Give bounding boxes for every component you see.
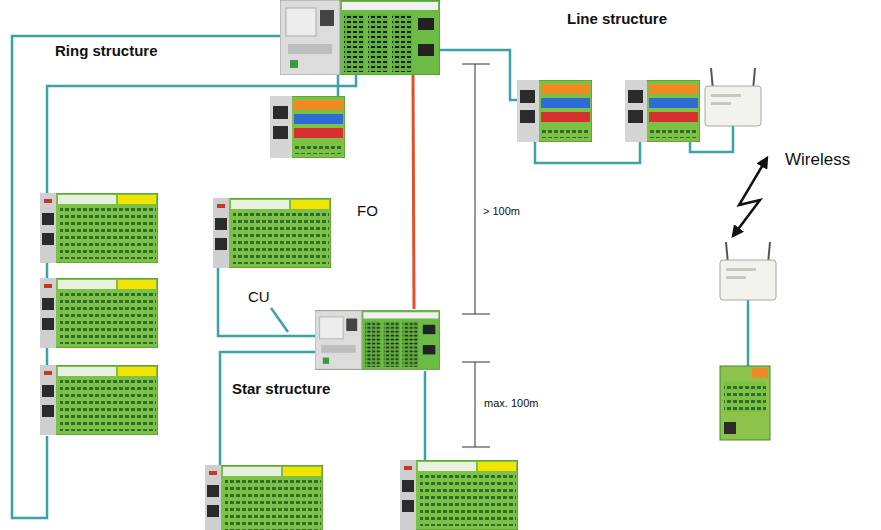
medium-label: CU: [248, 288, 270, 305]
dimension-bar: [462, 64, 490, 447]
medium-label: FO: [357, 202, 378, 219]
io-module: [40, 193, 158, 263]
switch-device: [315, 311, 440, 370]
bus-coupler: [270, 96, 345, 158]
structure-title: Ring structure: [55, 42, 158, 59]
structure-title: Line structure: [567, 10, 667, 27]
bus-coupler: [517, 80, 592, 142]
access-point: [720, 242, 776, 300]
copper-cable: [12, 36, 748, 518]
medium-label: Wireless: [785, 150, 850, 170]
fiber-cable: [413, 74, 414, 309]
io-module: [40, 365, 158, 435]
dimension-label: max. 100m: [484, 397, 538, 410]
wireless-symbol: [733, 158, 767, 236]
switch-device: [280, 0, 440, 75]
io-module: [205, 465, 323, 530]
dimension-label: > 100m: [483, 205, 520, 218]
bus-coupler: [625, 80, 700, 142]
io-module: [40, 278, 158, 348]
structure-title: Star structure: [232, 380, 330, 397]
access-point: [705, 68, 761, 126]
io-module: [213, 198, 331, 268]
io-module: [400, 460, 518, 530]
controller-device: [720, 366, 770, 440]
